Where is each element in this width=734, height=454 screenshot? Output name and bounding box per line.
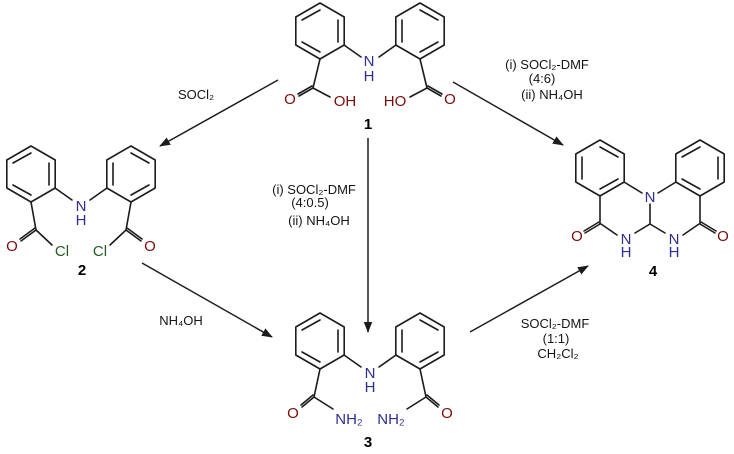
benzene-ring [674, 139, 726, 197]
amide-nh2-label: NH₂ [377, 411, 405, 428]
reagent-ratio-label: (1:1) [543, 331, 570, 346]
reagent-label: (ii) NH₄OH [288, 213, 350, 228]
amide-nh2-label: NH₂ [335, 411, 363, 428]
carbonyl-o-label: O [441, 405, 453, 422]
amide-h-label: H [621, 244, 632, 261]
carbonyl-o-label: O [717, 228, 729, 245]
amine-n-label: N [76, 198, 87, 215]
arrow-1-to-2: SOCl₂ [159, 79, 279, 147]
carbonyl-o-label: O [6, 238, 18, 255]
carbonyl-o-label: O [571, 228, 583, 245]
benzene-ring [294, 312, 346, 370]
arrow-1-to-3: (i) SOCl₂-DMF (4:0.5) (ii) NH₄OH [272, 138, 373, 333]
reagent-label: (ii) NH₄OH [521, 87, 583, 102]
benzene-ring [294, 2, 346, 60]
amine-h-label: H [365, 379, 376, 396]
aromatic-double-bonds [581, 146, 719, 190]
compound-3: N H O NH₂ NH₂ O 3 [287, 312, 453, 451]
benzene-ring [394, 2, 446, 60]
amide-h-label: H [669, 244, 680, 261]
reagent-label: SOCl₂ [178, 87, 214, 102]
carbonyl-o-label: O [284, 91, 296, 108]
aromatic-double-bonds [12, 152, 150, 196]
compound-3-number: 3 [364, 434, 372, 451]
bonds [297, 44, 443, 98]
bridge-n-label: N [645, 189, 656, 206]
arrow-2-to-3: NH₄OH [141, 262, 273, 338]
arrow-3-to-4: SOCl₂-DMF (1:1) CH₂Cl₂ [469, 265, 590, 361]
compound-1-number: 1 [364, 116, 372, 133]
amide-n-label: N [669, 231, 680, 248]
aromatic-double-bonds [301, 319, 439, 363]
benzene-ring [574, 139, 626, 197]
hydroxyl-label: HO [384, 93, 407, 110]
compound-2-number: 2 [78, 262, 86, 279]
benzene-ring [6, 145, 57, 203]
amine-n-label: N [365, 365, 376, 382]
amide-n-label: N [621, 231, 632, 248]
carbonyl-o-label: O [287, 405, 299, 422]
reagent-label: (i) SOCl₂-DMF [505, 57, 589, 72]
reagent-ratio-label: (4:6) [529, 71, 556, 86]
amine-h-label: H [364, 68, 375, 85]
hydroxyl-label: OH [334, 93, 357, 110]
reaction-arrow [159, 79, 279, 147]
reaction-arrow [452, 81, 564, 146]
reaction-arrow [141, 262, 273, 338]
reagent-label: SOCl₂-DMF [521, 316, 590, 331]
amine-n-label: N [364, 53, 375, 70]
reaction-arrow [469, 265, 589, 333]
compound-4-number: 4 [649, 263, 658, 280]
arrow-1-to-4: (i) SOCl₂-DMF (4:6) (ii) NH₄OH [452, 57, 589, 146]
bonds [300, 354, 440, 410]
reagent-ratio-label: (4:0.5) [291, 195, 329, 210]
solvent-label: CH₂Cl₂ [537, 346, 578, 361]
reagent-label: NH₄OH [159, 313, 203, 328]
benzene-ring [394, 312, 446, 370]
reagent-label: (i) SOCl₂-DMF [272, 182, 356, 197]
chlorine-label: Cl [93, 243, 107, 260]
compound-4: N N H N H O O 4 [571, 139, 729, 280]
aromatic-double-bonds [301, 9, 439, 53]
compound-2: N H O Cl Cl O 2 [6, 145, 156, 279]
amine-h-label: H [76, 212, 87, 229]
bonds [583, 181, 717, 236]
carbonyl-o-label: O [144, 238, 156, 255]
compound-1: N H O OH HO O 1 [284, 2, 456, 133]
carbonyl-o-label: O [444, 91, 456, 108]
bonds [19, 187, 143, 246]
benzene-ring [106, 145, 156, 203]
chlorine-label: Cl [55, 243, 69, 260]
